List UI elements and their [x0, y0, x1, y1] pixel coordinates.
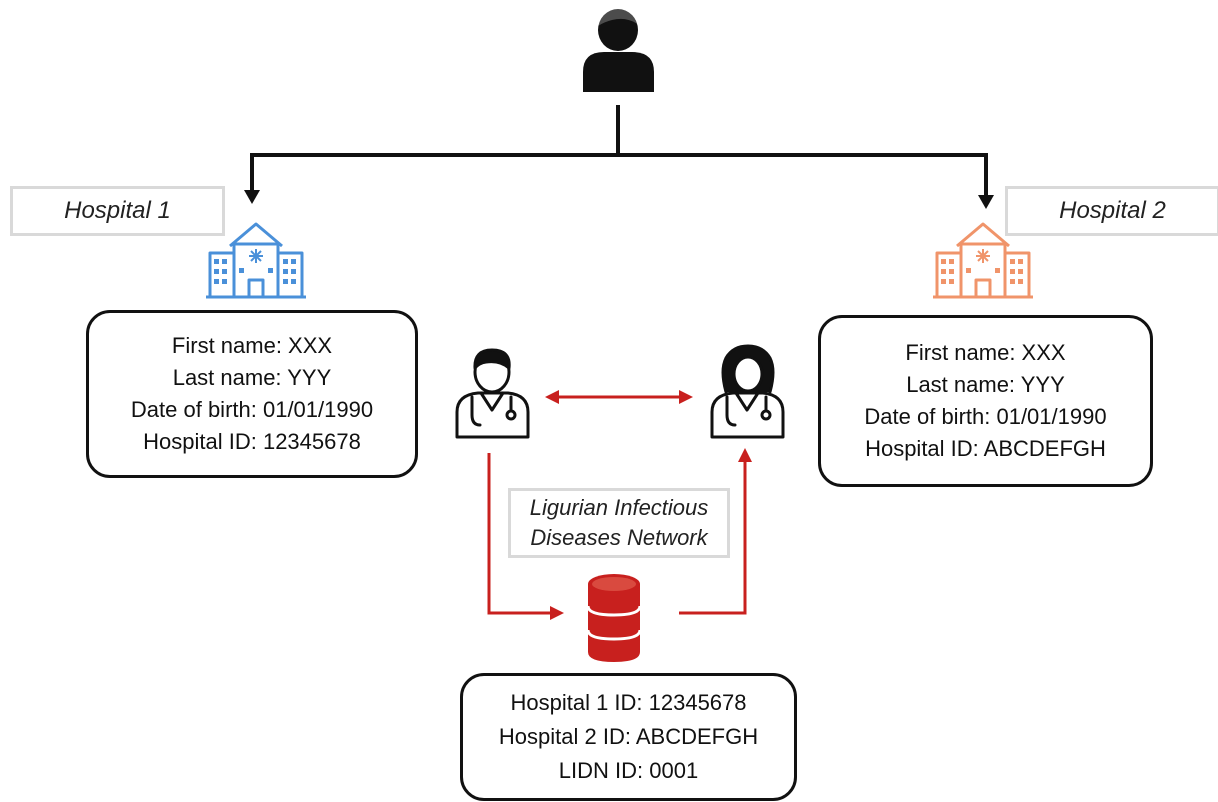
record-line: First name: XXX	[905, 340, 1066, 365]
arrow-to-hospital-2	[978, 195, 994, 209]
doctor-link-arrow	[545, 390, 693, 404]
hospital-2-label: Hospital 2	[1005, 186, 1218, 236]
arrow-to-doctor	[738, 448, 752, 462]
doctor-icon	[710, 344, 785, 439]
hospital-1-label-text: Hospital 1	[64, 197, 171, 224]
record-line: Date of birth: 01/01/1990	[130, 397, 374, 422]
network-record: Hospital 1 ID: 12345678 Hospital 2 ID: A…	[460, 673, 797, 801]
arrow-to-database	[550, 606, 564, 620]
person-icon	[583, 8, 654, 92]
record-line: First name: XXX	[171, 333, 333, 358]
record-line: Hospital 1 ID: 12345678	[510, 690, 747, 715]
hospital-1-label: Hospital 1	[10, 186, 225, 236]
network-flow	[487, 453, 747, 615]
hospital-1-record: First name: XXX Last name: YYY Date of b…	[86, 310, 418, 478]
network-label: Ligurian Infectious Diseases Network	[508, 488, 730, 558]
arrow-to-hospital-1	[244, 190, 260, 204]
hospital-2-label-text: Hospital 2	[1059, 197, 1166, 224]
database-icon	[586, 574, 642, 662]
network-label-line: Ligurian Infectious	[529, 495, 709, 520]
record-line: Hospital 2 ID: ABCDEFGH	[498, 724, 759, 749]
record-line: Date of birth: 01/01/1990	[864, 404, 1107, 429]
record-line: Last name: YYY	[172, 365, 332, 390]
network-label-line: Diseases Network	[530, 525, 708, 550]
hospital-icon	[206, 222, 306, 299]
hospital-2-record: First name: XXX Last name: YYY Date of b…	[818, 315, 1153, 487]
hospital-icon	[933, 222, 1033, 299]
record-line: Hospital ID: 12345678	[143, 429, 361, 454]
record-line: Hospital ID: ABCDEFGH	[865, 436, 1106, 461]
record-line: LIDN ID: 0001	[558, 758, 699, 783]
doctor-icon	[455, 348, 530, 439]
record-line: Last name: YYY	[906, 372, 1065, 397]
patient-connector	[250, 105, 988, 195]
